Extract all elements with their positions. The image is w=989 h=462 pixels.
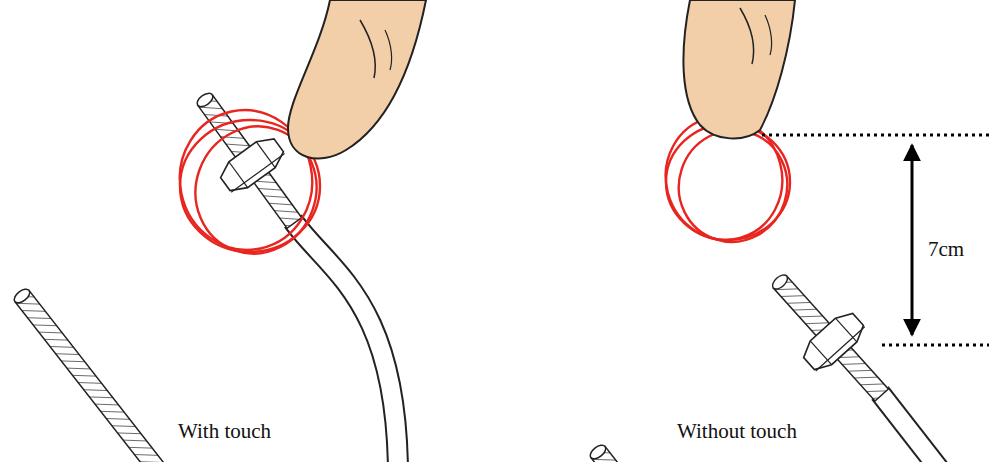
threaded-rod — [12, 287, 189, 462]
dimension — [762, 135, 989, 345]
panel-caption: With touch — [178, 420, 271, 443]
panel-caption: Without touch — [677, 420, 797, 443]
dimension-label: 7cm — [928, 238, 964, 261]
finger — [288, 0, 426, 159]
threaded-connector — [752, 256, 906, 417]
cable — [293, 221, 398, 462]
finger — [683, 0, 795, 138]
cable — [880, 393, 940, 462]
threaded-rod — [588, 443, 642, 462]
